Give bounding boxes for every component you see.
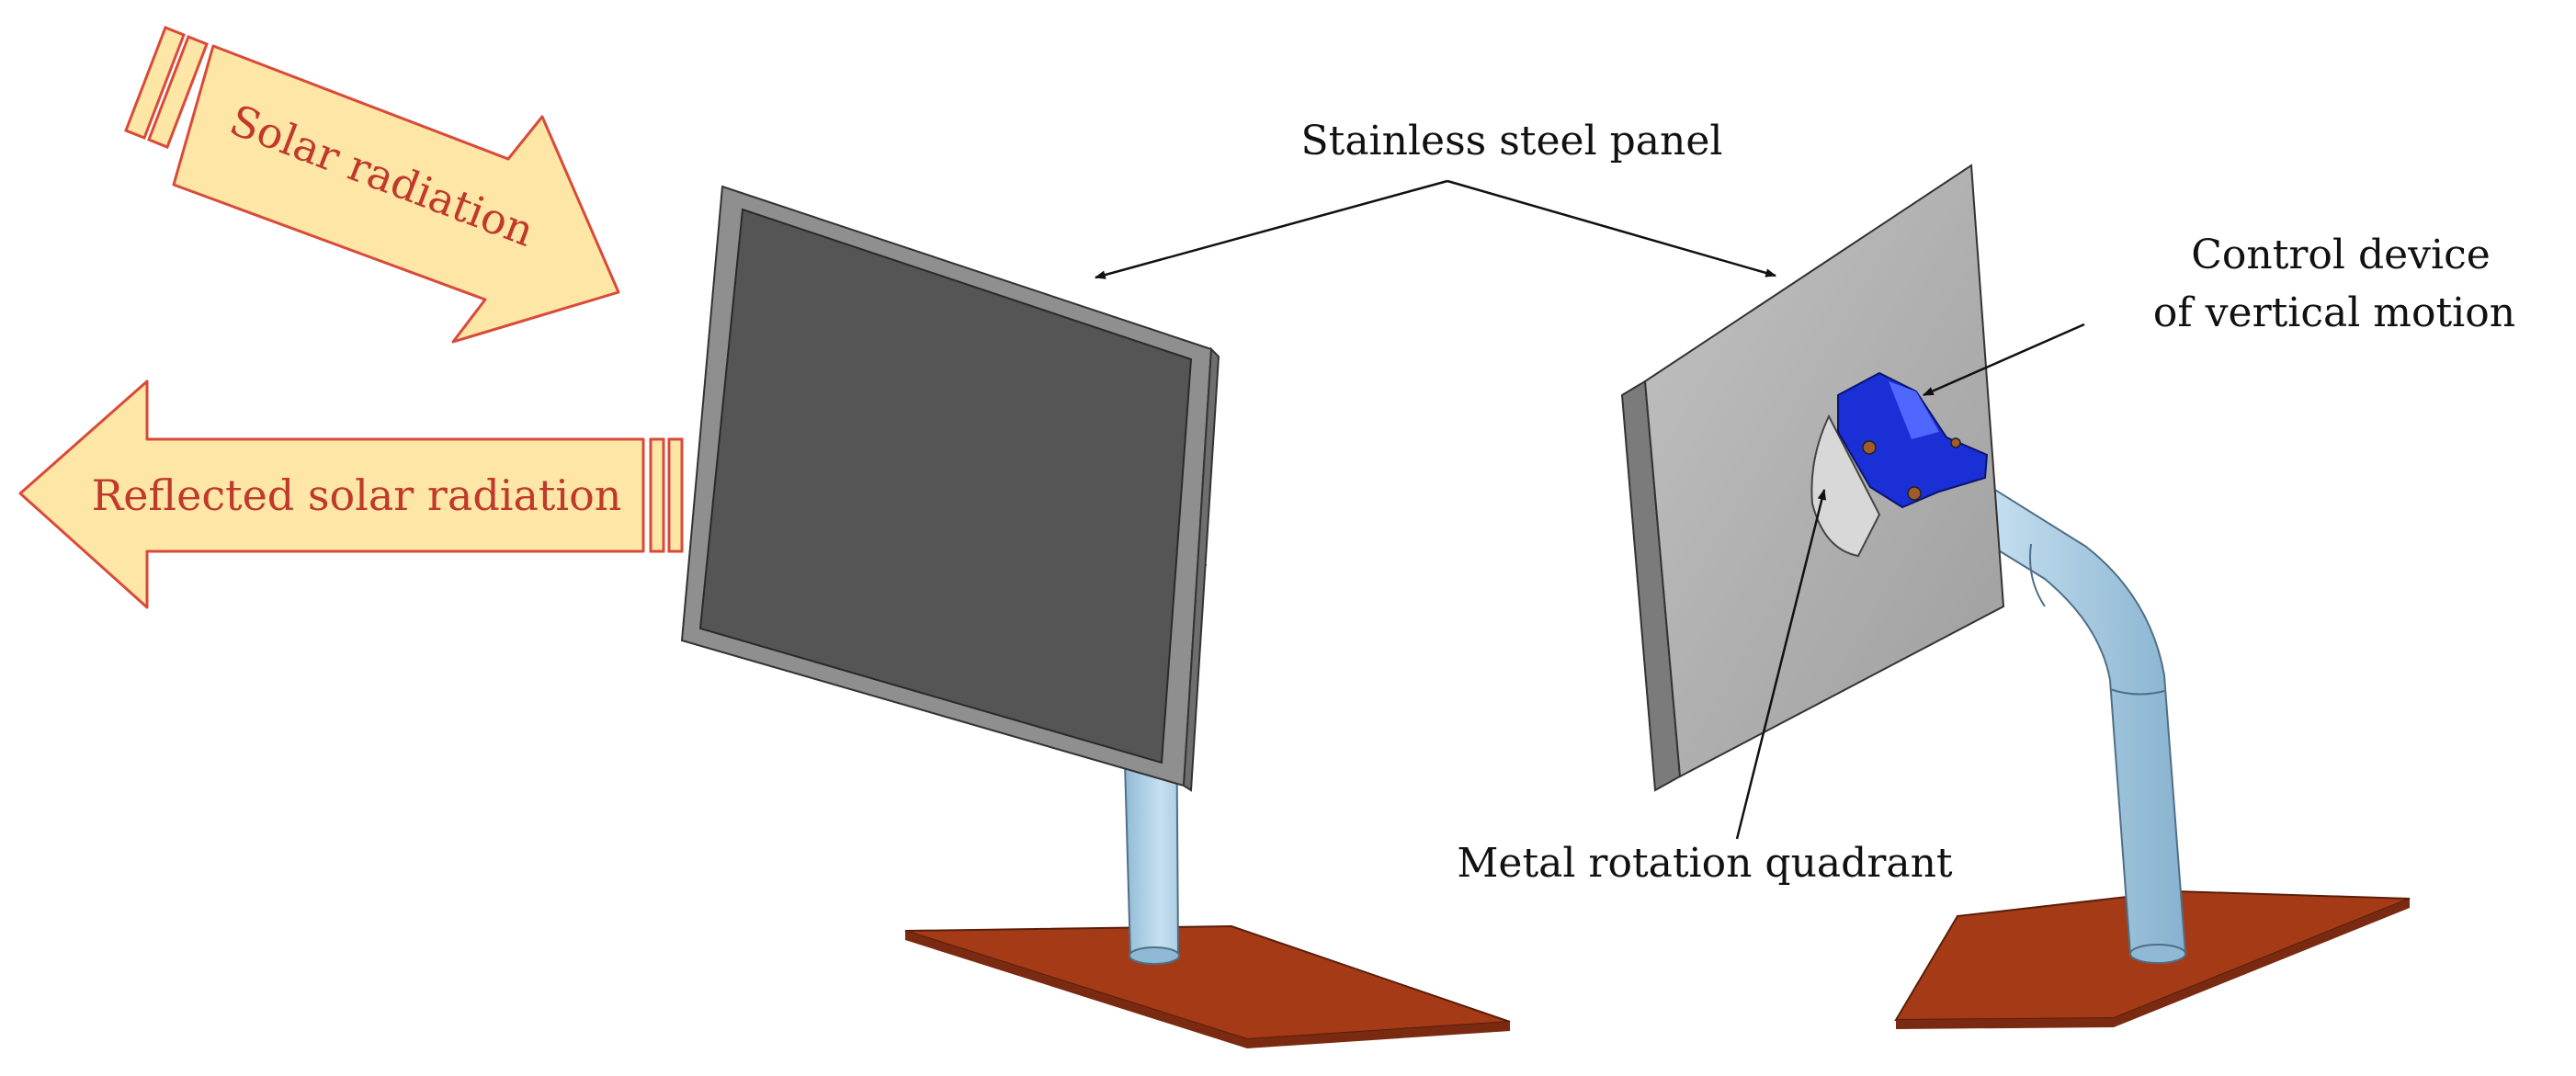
metal-rotation-quadrant: [1810, 413, 1881, 558]
control-device-of-vertical-motion: [1837, 371, 1989, 509]
callout-lines: [1094, 179, 2085, 840]
left-panel-side: [1182, 346, 1220, 792]
control-device-label-line2: of vertical motion: [2153, 289, 2515, 336]
reflected-radiation-arrow: Reflected solar radiation: [18, 379, 684, 609]
control-device-bolt-3: [1950, 437, 1961, 448]
quadrant-leader: [1735, 488, 1827, 840]
control-device-leader: [1922, 323, 2085, 397]
left-assembly: [680, 185, 1511, 1048]
reflected-arrow-body: [18, 379, 645, 609]
reflected-solar-radiation-label: Reflected solar radiation: [92, 470, 622, 520]
right-assembly: [1620, 164, 2411, 1029]
solar-radiation-arrow: Solar radiation: [124, 26, 620, 344]
solar-arrow-tail-stripes: [124, 26, 209, 149]
right-pipe-foot: [2129, 944, 2186, 964]
control-device-highlight: [1889, 381, 1939, 439]
stainless-steel-panel-label: Stainless steel panel: [1301, 118, 1723, 164]
control-device-label-line1: Control device: [2191, 232, 2491, 278]
metal-rotation-quadrant-label: Metal rotation quadrant: [1457, 840, 1953, 887]
left-base-plate: [904, 924, 1511, 1041]
control-device-bolt-1: [1862, 440, 1877, 455]
panel-leader-right: [1447, 179, 1777, 277]
left-pipe-foot: [1129, 946, 1180, 965]
left-panel-face: [698, 208, 1193, 765]
right-base-plate-edge: [1896, 899, 2410, 1029]
panel-leader-left: [1094, 179, 1448, 279]
solar-arrow-body: [172, 44, 620, 344]
control-device-bolt-2: [1907, 486, 1922, 501]
reflected-arrow-tail-stripes: [649, 437, 684, 553]
